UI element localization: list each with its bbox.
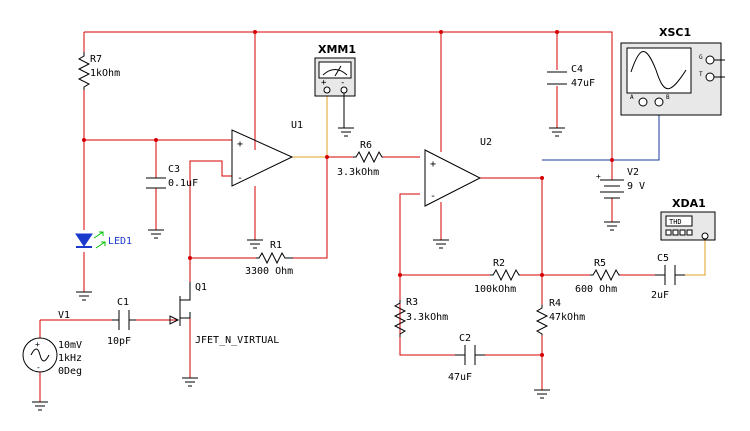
- xsc1-ref: XSC1: [659, 26, 691, 39]
- q1-model: JFET_N_VIRTUAL: [195, 335, 279, 346]
- c5-value: 2uF: [651, 290, 669, 301]
- wire-u1-minus: [189, 160, 256, 378]
- wire-xda1-probe: [685, 237, 706, 276]
- c4-ref: C4: [571, 64, 583, 75]
- u1-minus-sign: -: [237, 173, 243, 184]
- v1-plus-sign: +: [35, 340, 40, 349]
- resistor-r4[interactable]: [535, 305, 549, 335]
- r2-value: 100kOhm: [474, 284, 516, 295]
- r4-ref: R4: [549, 298, 561, 309]
- r3-ref: R3: [406, 297, 418, 308]
- capacitor-c1[interactable]: [112, 310, 136, 330]
- xsc1-t: T: [699, 71, 703, 78]
- c5-ref: C5: [657, 253, 669, 264]
- resistor-r1[interactable]: [256, 251, 293, 265]
- resistor-r3[interactable]: [393, 300, 407, 337]
- r6-ref: R6: [360, 140, 372, 151]
- r7-ref: R7: [90, 54, 102, 65]
- led-led1[interactable]: [75, 231, 106, 249]
- resistor-r2[interactable]: [490, 268, 520, 282]
- r5-ref: R5: [594, 258, 606, 269]
- c3-value: 0.1uF: [168, 178, 198, 189]
- capacitor-c4[interactable]: [547, 71, 567, 85]
- xsc1-g: G: [699, 54, 703, 61]
- r6-value: 3.3kOhm: [337, 167, 379, 178]
- c1-value: 10pF: [107, 336, 131, 347]
- u2-minus-sign: -: [430, 191, 436, 202]
- capacitor-c2[interactable]: [455, 345, 485, 365]
- v1-amplitude: 10mV: [58, 340, 82, 351]
- v1-minus-sign: -: [36, 363, 41, 372]
- c4-value: 47uF: [571, 78, 595, 89]
- wire-input: [39, 319, 178, 402]
- c1-ref: C1: [117, 297, 129, 308]
- ground-symbols: [32, 127, 620, 411]
- r4-value: 47kOhm: [549, 312, 585, 323]
- q1-ref: Q1: [195, 282, 207, 293]
- jfet-q1[interactable]: [169, 282, 191, 326]
- opamp-u2[interactable]: [424, 149, 482, 207]
- wire-u1-plus: [84, 139, 232, 230]
- ac-source-v1[interactable]: [22, 337, 58, 373]
- resistor-r5[interactable]: [590, 268, 620, 282]
- xsc1-a: A: [630, 94, 634, 101]
- xmm1-ref: XMM1: [318, 43, 356, 56]
- r1-ref: R1: [270, 240, 282, 251]
- opamp-u1[interactable]: [231, 129, 294, 187]
- distortion-analyzer-xda1[interactable]: [660, 211, 716, 241]
- xda1-ref: XDA1: [672, 197, 706, 210]
- u2-plus-sign: +: [430, 159, 436, 170]
- junctions: [82, 30, 614, 357]
- wire-top-rail: [83, 31, 613, 292]
- capacitor-c3[interactable]: [146, 177, 166, 189]
- r5-value: 600 Ohm: [575, 284, 617, 295]
- oscilloscope-xsc1[interactable]: [620, 42, 725, 116]
- r1-value: 3300 Ohm: [245, 266, 293, 277]
- xsc1-b: B: [666, 94, 670, 101]
- xmm1-minus: -: [340, 78, 345, 88]
- c2-ref: C2: [459, 333, 471, 344]
- c3-ref: C3: [168, 164, 180, 175]
- u1-plus-sign: +: [237, 139, 243, 150]
- v2-plus-sign: +: [596, 172, 601, 181]
- c2-value: 47uF: [448, 372, 472, 383]
- u1-ref: U1: [291, 120, 303, 131]
- resistor-r6[interactable]: [353, 150, 383, 164]
- led1-ref: LED1: [108, 236, 132, 247]
- v2-ref: V2: [627, 167, 639, 178]
- multimeter-xmm1[interactable]: [314, 57, 356, 128]
- battery-v2[interactable]: [600, 179, 624, 199]
- xda1-label: THD: [669, 218, 682, 226]
- v1-phase: 0Deg: [58, 366, 82, 377]
- v1-frequency: 1kHz: [58, 353, 82, 364]
- r7-value: 1kOhm: [90, 68, 120, 79]
- v1-ref: V1: [58, 310, 70, 321]
- capacitor-c5[interactable]: [655, 265, 685, 285]
- v2-value: 9 V: [627, 181, 645, 192]
- r2-ref: R2: [493, 258, 505, 269]
- r3-value: 3.3kOhm: [406, 312, 448, 323]
- xmm1-plus: +: [321, 78, 327, 88]
- u2-ref: U2: [480, 137, 492, 148]
- resistor-r7[interactable]: [77, 52, 91, 90]
- wire-xsc1-probe: [542, 108, 660, 161]
